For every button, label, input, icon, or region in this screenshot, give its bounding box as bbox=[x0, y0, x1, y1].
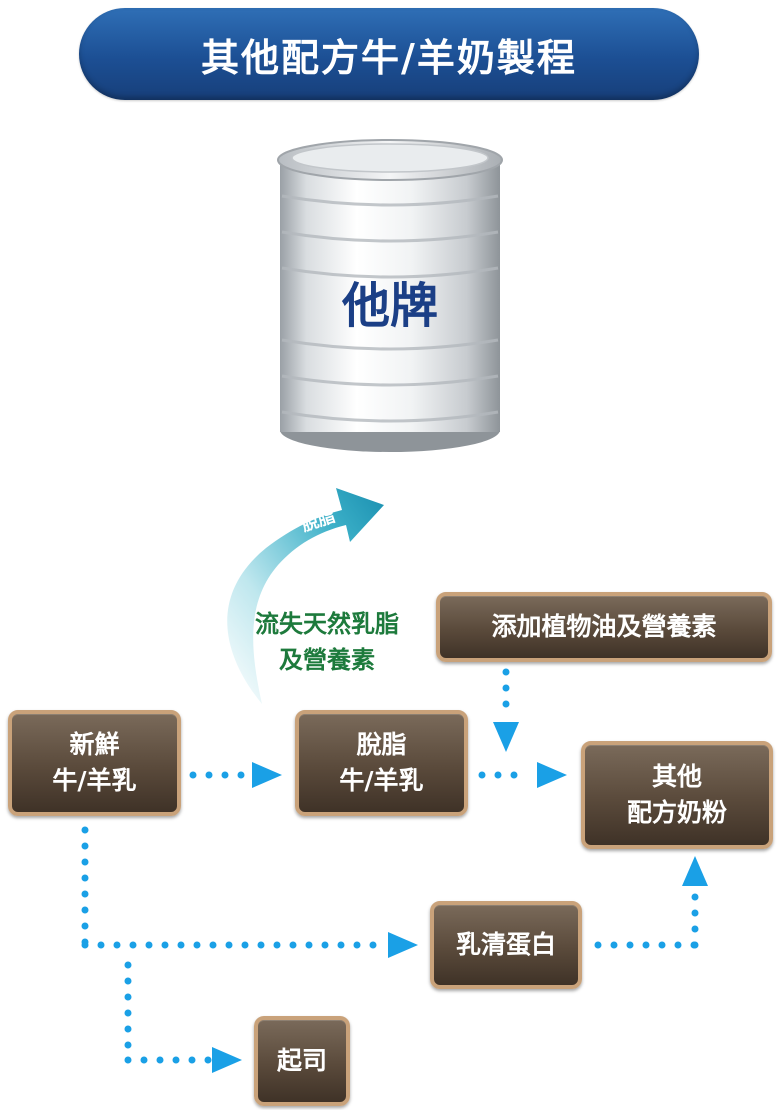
arrowhead-to-cheese bbox=[212, 1047, 242, 1073]
loss-note-line1: 流失天然乳脂 bbox=[255, 610, 399, 638]
arrowhead-to-formula bbox=[537, 762, 567, 788]
node-formula-powder-line2: 配方奶粉 bbox=[626, 798, 727, 827]
node-formula-powder-line1: 其他 bbox=[651, 762, 702, 791]
node-skim-milk-line1: 脫脂 bbox=[356, 730, 407, 759]
arrowhead-whey-up bbox=[682, 856, 708, 886]
skim-arrow-label: 脫脂 bbox=[299, 506, 338, 536]
node-whey-protein-label: 乳清蛋白 bbox=[455, 930, 556, 959]
can-brand-label: 他牌 bbox=[341, 278, 438, 334]
arrowhead-to-whey bbox=[388, 932, 418, 958]
loss-note-line2: 及營養素 bbox=[279, 646, 375, 674]
loss-note: 流失天然乳脂 及營養素 bbox=[234, 606, 420, 678]
node-skim-milk: 脫脂 牛/羊乳 bbox=[295, 710, 468, 816]
node-fresh-milk-line1: 新鮮 bbox=[69, 730, 120, 759]
arrowhead-additives-down bbox=[493, 722, 519, 752]
node-cheese: 起司 bbox=[254, 1016, 350, 1106]
page-title: 其他配方牛/羊奶製程 bbox=[201, 35, 577, 80]
node-formula-powder: 其他 配方奶粉 bbox=[581, 741, 773, 849]
node-fresh-milk-line2: 牛/羊乳 bbox=[52, 766, 137, 795]
title-banner: 其他配方牛/羊奶製程 bbox=[79, 8, 699, 100]
node-fresh-milk: 新鮮 牛/羊乳 bbox=[8, 710, 181, 816]
node-additives-label: 添加植物油及營養素 bbox=[491, 612, 717, 641]
node-cheese-label: 起司 bbox=[276, 1046, 327, 1075]
milk-can-icon bbox=[277, 139, 503, 452]
node-additives: 添加植物油及營養素 bbox=[436, 592, 772, 662]
arrowhead-to-skim bbox=[252, 762, 282, 788]
node-skim-milk-line2: 牛/羊乳 bbox=[339, 766, 424, 795]
node-whey-protein: 乳清蛋白 bbox=[430, 901, 582, 989]
